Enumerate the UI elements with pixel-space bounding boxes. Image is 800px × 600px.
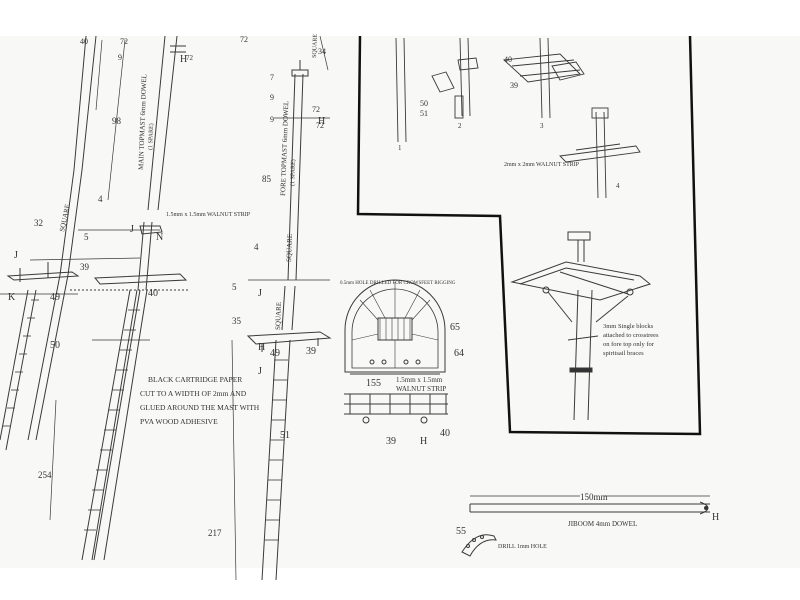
- single-blocks-note-1: 3mm Single blocks: [603, 323, 654, 330]
- fig-4: 4: [616, 182, 620, 190]
- dim-150: 150mm: [580, 492, 608, 502]
- dim-9-c: 9: [270, 93, 274, 102]
- drill-note: DRILL 1mm HOLE: [498, 544, 547, 550]
- dim-35: 35: [232, 316, 242, 326]
- part-H-2: H: [258, 342, 265, 353]
- fore-top-blocks: [510, 231, 652, 421]
- dim-98: 98: [112, 116, 122, 126]
- dim-9: 9: [118, 53, 122, 62]
- part-49-a: 49: [50, 292, 60, 303]
- dim-85: 85: [262, 174, 272, 184]
- part-H-3: H: [318, 116, 325, 127]
- part-39-bot: 39: [386, 436, 396, 447]
- part-H-5: H: [712, 512, 719, 523]
- part-J-4: J: [258, 366, 262, 377]
- part-64: 64: [454, 348, 464, 359]
- detail-box-border: [356, 35, 702, 436]
- dim-72-c: 72: [240, 35, 248, 44]
- dim-39-a: 39: [80, 262, 90, 272]
- part-J-1: J: [14, 250, 18, 261]
- part-J-3: J: [258, 288, 262, 299]
- part-39-mid: 39: [306, 346, 316, 357]
- fitting-part-55: [461, 534, 497, 557]
- cartridge-note-1: BLACK CARTRIDGE PAPER: [148, 375, 242, 384]
- dim-40-top: 40: [80, 37, 88, 46]
- crosstree-figures: [395, 37, 641, 199]
- part-51-a: 51: [280, 430, 290, 441]
- cartridge-note-4: PVA WOOD ADHESIVE: [140, 417, 218, 426]
- part-40-box: 40: [504, 55, 512, 64]
- single-blocks-note-2: attached to crosstrees: [603, 332, 659, 339]
- part-50-a: 50: [50, 340, 60, 351]
- main-topmast: [70, 35, 190, 561]
- dim-32: 32: [34, 218, 43, 228]
- walnut-strip-left-note: 1.5mm x 1.5mm WALNUT STRIP: [166, 212, 251, 218]
- square-label-mid-lower: SQUARE: [274, 302, 283, 330]
- dim-34: 34: [318, 47, 326, 56]
- fore-top-detail: [344, 279, 448, 424]
- dim-5-a: 5: [84, 232, 89, 242]
- cartridge-note-3: GLUED AROUND THE MAST WITH: [140, 403, 260, 412]
- part-H-4: H: [420, 436, 427, 447]
- jiboom-label: JIBOOM 4mm DOWEL: [568, 520, 637, 528]
- part-J-2: J: [130, 224, 134, 235]
- dim-7: 7: [270, 73, 274, 82]
- fig-1: 1: [398, 144, 402, 152]
- part-39-box: 39: [510, 81, 518, 90]
- part-49-b: 49: [270, 348, 280, 359]
- part-65: 65: [450, 322, 460, 333]
- part-51-box: 51: [420, 109, 428, 118]
- single-blocks-note-4: spiritsail braces: [603, 350, 644, 357]
- fore-topmast-label: FORE TOPMAST 6mm DOWEL: [279, 101, 290, 196]
- part-55: 55: [456, 526, 466, 537]
- square-label-top-right: SQUARE: [312, 34, 319, 59]
- fig-2: 2: [458, 122, 462, 130]
- part-H-1: H: [180, 54, 187, 65]
- dim-72-a: 72: [120, 37, 128, 46]
- single-blocks-note-3: on fore top only for: [603, 341, 655, 348]
- walnut-strip-right-note: 2mm x 2mm WALNUT STRIP: [504, 162, 580, 168]
- dim-72-e: 72: [316, 121, 324, 130]
- dim-217: 217: [208, 528, 222, 538]
- dim-72-d: 72: [312, 105, 320, 114]
- jiboom: [469, 495, 710, 515]
- fore-topmast: [231, 35, 332, 581]
- dim-254: 254: [38, 470, 52, 480]
- dim-5-b: 5: [232, 282, 237, 292]
- part-N-1: N: [156, 232, 163, 243]
- paper: [0, 36, 800, 568]
- dimension-lines-left: [0, 39, 160, 521]
- cartridge-note-2: CUT TO A WIDTH OF 2mm AND: [140, 389, 247, 398]
- part-40-a: 40: [148, 288, 158, 299]
- main-topmast-spare: (1 SPARE): [147, 123, 155, 150]
- part-155: 155: [366, 378, 381, 389]
- dim-9-b: 9: [270, 115, 274, 124]
- main-topmast-label: MAIN TOPMAST 6mm DOWEL: [137, 74, 148, 170]
- part-K: K: [8, 292, 16, 303]
- left-mast: [0, 35, 97, 451]
- dim-72-b: 72: [186, 54, 194, 62]
- hole-drilled-note: 0.5mm HOLE DRILLED FOR CROWSFEET RIGGING: [340, 281, 456, 286]
- dim-4: 4: [98, 194, 103, 204]
- walnut-strip-top-note-2: WALNUT STRIP: [396, 385, 446, 393]
- walnut-strip-top-note: 1.5mm x 1.5mm: [396, 376, 443, 384]
- dim-4-b: 4: [254, 242, 259, 252]
- fig-3: 3: [540, 122, 544, 130]
- part-50-box: 50: [420, 99, 428, 108]
- square-label-mid-upper: SQUARE: [285, 234, 294, 262]
- part-40-bot: 40: [440, 428, 450, 439]
- fore-topmast-spare: (1 SPARE): [289, 159, 297, 186]
